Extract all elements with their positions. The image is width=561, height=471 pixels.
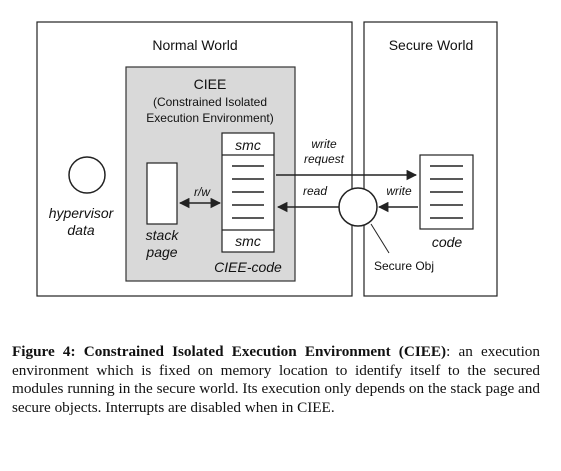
write-request-label-line2: request (304, 152, 345, 166)
hypervisor-label-line1: hypervisor (49, 205, 115, 221)
ciee-code-lines (232, 165, 264, 219)
normal-world-title: Normal World (152, 37, 237, 53)
secure-code-label: code (432, 234, 463, 250)
ciee-title: CIEE (194, 76, 227, 92)
ciee-subtitle-line2: Execution Environment) (146, 111, 273, 125)
ciee-code-label: CIEE-code (214, 259, 282, 275)
smc-top-label: smc (235, 137, 261, 153)
hypervisor-label-line2: data (67, 222, 94, 238)
figure-caption-text: : an execution environment which is fixe… (12, 343, 540, 416)
stack-page-label-line1: stack (146, 227, 180, 243)
secure-obj-label: Secure Obj (374, 259, 434, 273)
write-label: write (386, 184, 412, 198)
write-request-label-line1: write (311, 137, 337, 151)
stack-page-label-line2: page (145, 244, 177, 260)
ciee-subtitle-line1: (Constrained Isolated (153, 95, 267, 109)
secure-world-title: Secure World (389, 37, 474, 53)
figure-caption: Figure 4: Constrained Isolated Execution… (12, 343, 540, 417)
hypervisor-data-circle (68, 156, 106, 194)
secure-obj-pointer (370, 223, 390, 254)
stack-page-box (146, 162, 178, 225)
rw-label: r/w (194, 185, 211, 199)
smc-bottom-label: smc (235, 233, 261, 249)
read-label: read (303, 184, 327, 198)
figure-caption-label: Figure 4: Constrained Isolated Execution… (12, 343, 447, 360)
secure-obj-circle (338, 187, 378, 227)
secure-code-lines (430, 165, 463, 219)
ciee-diagram: Normal World Secure World CIEE (Constrai… (36, 21, 498, 297)
